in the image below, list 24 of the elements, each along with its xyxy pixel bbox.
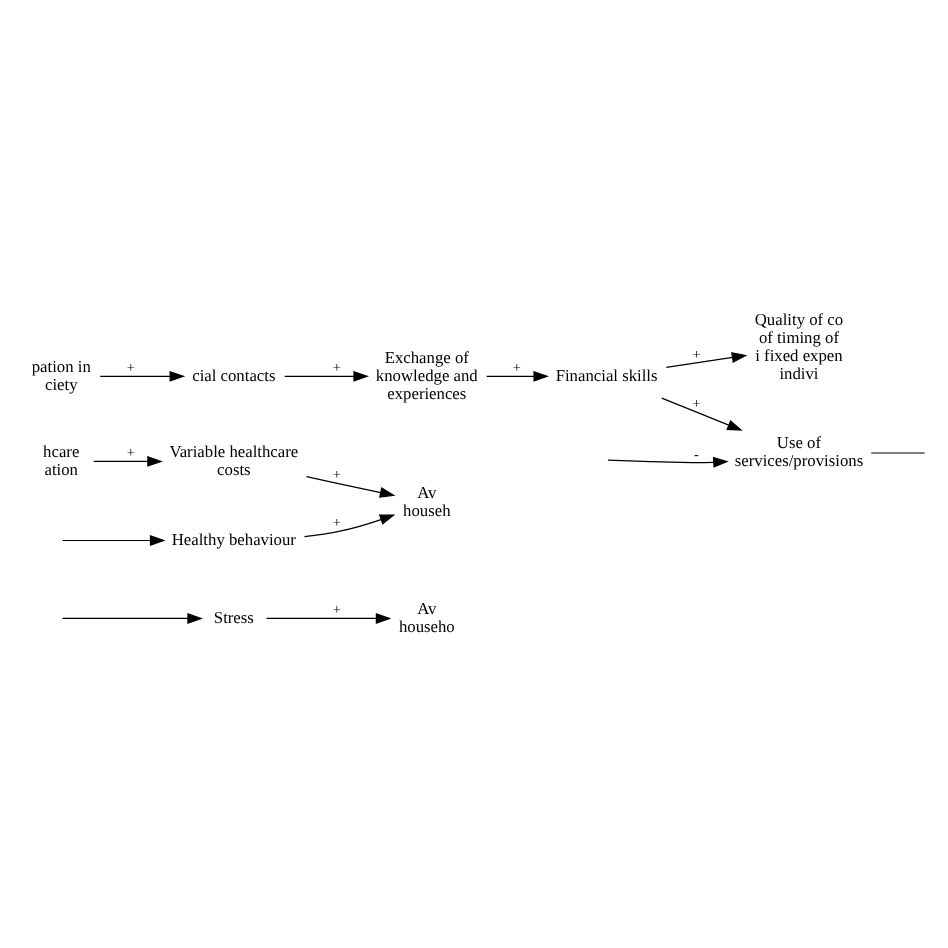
node-text: Av househ: [403, 483, 451, 520]
arrow: [265, 612, 392, 624]
node-text: Exchange of knowledge and experiences: [375, 348, 478, 403]
node-text: pation in ciety: [31, 357, 91, 394]
node-text: Stress: [213, 608, 254, 627]
arrow: [303, 514, 396, 538]
arrow: [607, 456, 729, 468]
node-text: Financial skills: [555, 366, 658, 385]
arrow: [486, 370, 549, 382]
node-text: Use of services/provisions: [734, 434, 864, 471]
node-text: Av househo: [398, 599, 455, 636]
node-text: Variable healthcare costs: [169, 442, 299, 479]
node-text: cial contacts: [192, 366, 276, 385]
arrow: [665, 352, 748, 369]
arrow: [284, 370, 369, 382]
arrow: [305, 476, 396, 498]
arrow: [61, 535, 166, 546]
arrow: [661, 397, 743, 431]
arrow: [99, 370, 186, 382]
node-text: Quality of co of timing of i fixed expen indivi: [754, 311, 844, 383]
arrow: [93, 455, 163, 467]
node-text: Healthy behaviour: [171, 530, 296, 549]
arrow: [61, 612, 203, 624]
node-text: hcare ation: [43, 442, 80, 479]
